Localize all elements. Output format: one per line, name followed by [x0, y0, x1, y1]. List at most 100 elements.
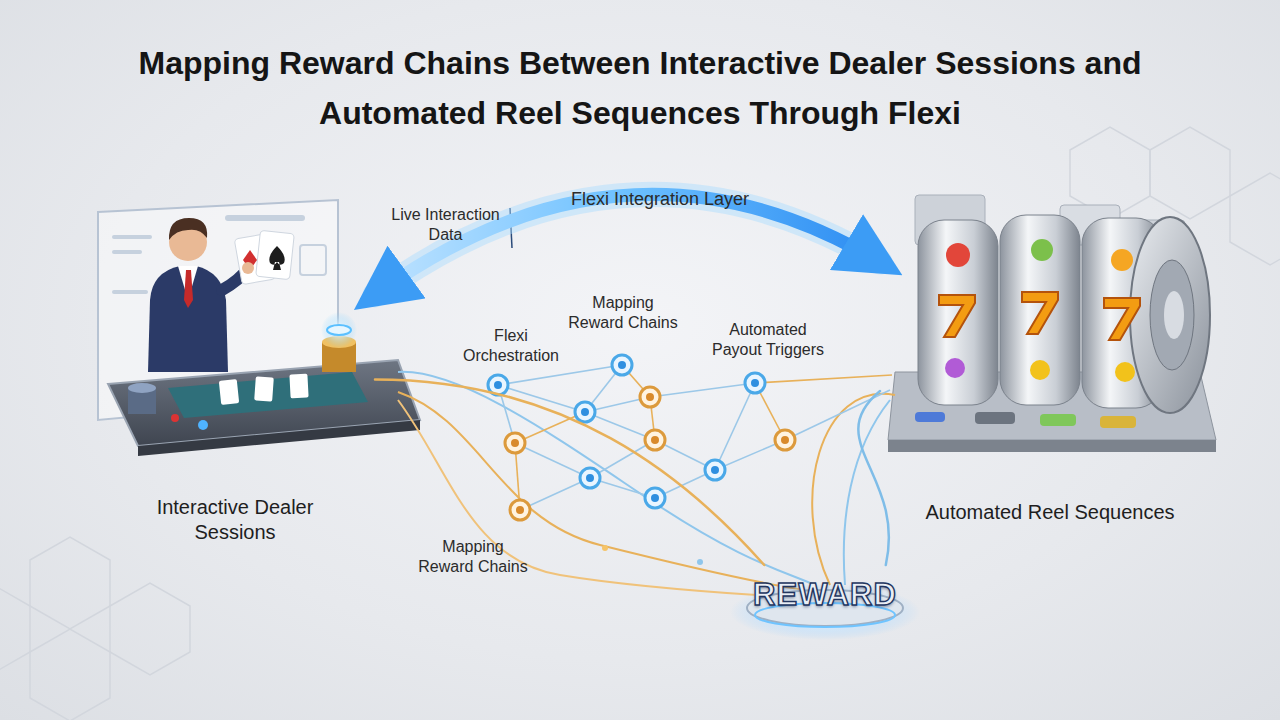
dot-core — [618, 361, 626, 369]
dot-core — [781, 436, 789, 444]
table-edge — [138, 420, 420, 456]
network-dot — [505, 433, 525, 453]
playing-card — [256, 230, 295, 279]
hexagon — [1150, 127, 1230, 219]
connector-arrow — [858, 391, 889, 565]
network-label: Flexi Integration Layer — [530, 189, 790, 209]
screen-ui — [112, 250, 142, 254]
fruit-symbol — [946, 243, 970, 267]
reward-strands — [398, 372, 895, 598]
glowing-chip — [327, 325, 351, 335]
table-light — [198, 420, 208, 430]
fruit-symbol — [1115, 362, 1135, 382]
dealer-tie — [184, 270, 193, 308]
dot-core — [711, 466, 719, 474]
hexagon — [1230, 173, 1280, 265]
screen-ui — [300, 245, 326, 275]
network-line — [520, 478, 590, 510]
dealer-suit — [148, 266, 228, 372]
dot-core — [651, 494, 659, 502]
illustration-node: Interactive Dealer Sessions — [95, 200, 375, 545]
dot-core — [581, 408, 589, 416]
reel-disc — [1130, 217, 1210, 413]
slot-illustration — [888, 195, 1216, 452]
slot-button — [975, 412, 1015, 424]
strand — [844, 400, 890, 585]
fruit-symbol — [1030, 360, 1050, 380]
illustration-node: Automated Reel Sequences — [880, 190, 1220, 525]
hexagon — [30, 629, 110, 720]
slot-button — [915, 412, 945, 422]
network-line — [515, 443, 590, 478]
reel-hub — [1150, 260, 1194, 370]
table-light — [171, 414, 179, 422]
fruit-symbol — [945, 358, 965, 378]
node-text: Interactive Dealer Sessions — [135, 495, 335, 545]
screen-ui — [112, 290, 148, 294]
dot-core — [494, 381, 502, 389]
network-line — [715, 383, 755, 470]
connector-arrow — [375, 379, 764, 565]
node-text: Automated Reel Sequences — [925, 500, 1174, 525]
network-line — [755, 375, 892, 383]
network-line — [650, 383, 755, 397]
table-felt — [168, 372, 368, 418]
diagram-title: Mapping Reward Chains Between Interactiv… — [100, 38, 1180, 138]
screen-ui — [225, 215, 305, 221]
network-dots — [488, 355, 795, 520]
strand-spark — [697, 559, 703, 565]
network-label: Mapping Reward Chains — [413, 537, 533, 577]
network-dot — [775, 430, 795, 450]
slot-button — [1040, 414, 1076, 426]
network-dot — [645, 488, 665, 508]
hexagon-pattern — [0, 127, 1280, 720]
network-label: Flexi Orchestration — [456, 326, 566, 366]
dealer-illustration — [98, 200, 420, 456]
hexagon — [110, 583, 190, 675]
hexagon — [30, 537, 110, 629]
hexagon — [0, 583, 30, 675]
reel-drum — [918, 220, 998, 405]
node-text: REWARD — [753, 577, 897, 613]
network-dot — [645, 430, 665, 450]
spade-symbol — [269, 246, 284, 270]
network-dot — [612, 355, 632, 375]
dot-core — [646, 393, 654, 401]
dot-core — [516, 506, 524, 514]
network-dot — [640, 387, 660, 407]
network-dot — [745, 373, 765, 393]
network-dot — [510, 500, 530, 520]
network-label: Automated Payout Triggers — [704, 320, 832, 360]
network-dot — [705, 460, 725, 480]
table-card — [289, 374, 308, 399]
reel-hub — [1164, 291, 1184, 339]
chip-glow — [321, 312, 357, 348]
seven-symbol — [1022, 292, 1058, 334]
network-line — [498, 365, 622, 385]
strand — [812, 394, 895, 585]
screen-ui — [112, 235, 152, 239]
reel-drum — [1000, 215, 1080, 405]
network-dot — [580, 468, 600, 488]
dealer-hair — [169, 218, 207, 240]
strand — [398, 392, 805, 590]
dot-core — [751, 379, 759, 387]
network-dot — [575, 402, 595, 422]
table-card — [254, 376, 274, 401]
network-label: Mapping Reward Chains — [563, 293, 683, 333]
network-label: Live Interaction Data — [378, 205, 513, 245]
connector-glow — [375, 194, 880, 294]
fruit-symbol — [1111, 249, 1133, 271]
dot-core — [511, 439, 519, 447]
table-card — [219, 379, 239, 405]
reward-badge: REWARD — [745, 565, 905, 625]
network-dot-cores — [494, 361, 789, 514]
seven-symbol — [939, 295, 975, 337]
fruit-symbol — [1031, 239, 1053, 261]
chip-top — [128, 383, 156, 393]
slot-base-edge — [888, 440, 1216, 452]
dealer-hand — [242, 262, 254, 274]
strand-spark — [602, 545, 608, 551]
dot-core — [586, 474, 594, 482]
